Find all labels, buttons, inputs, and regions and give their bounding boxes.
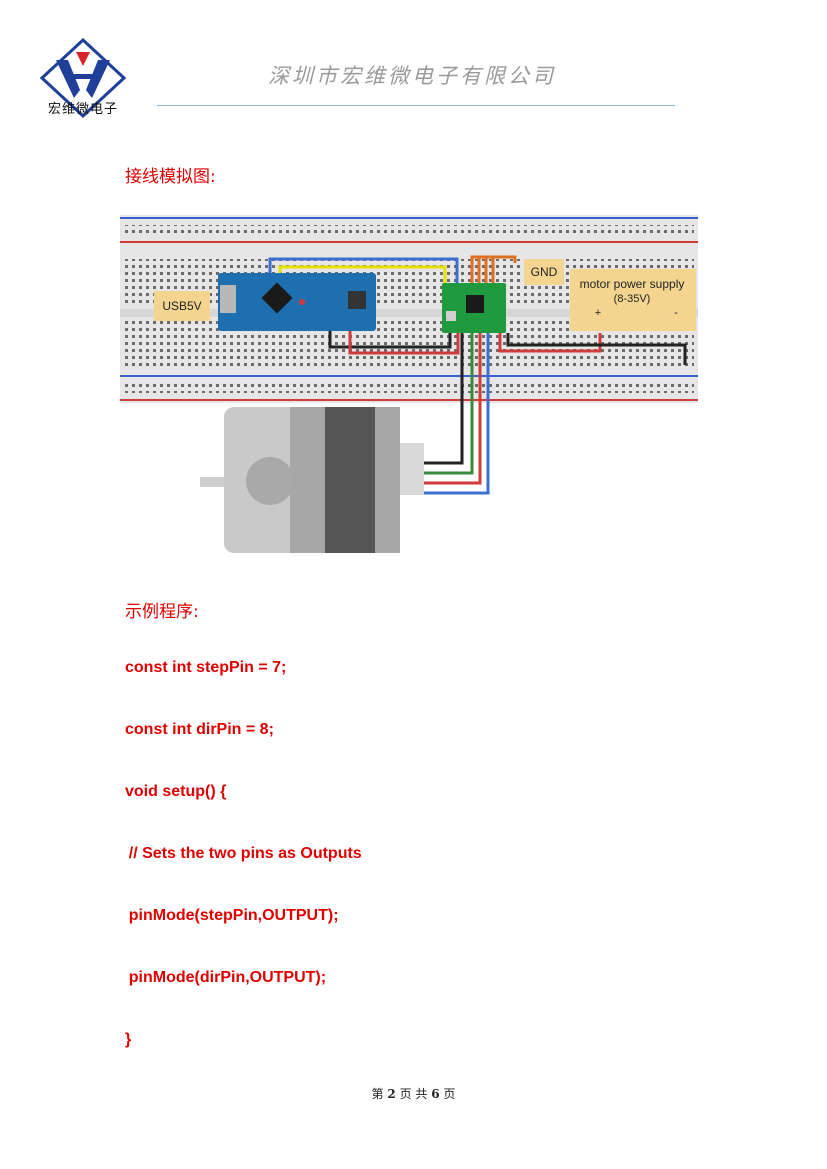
- company-logo: [40, 38, 126, 118]
- footer-mid: 页 共: [399, 1087, 428, 1101]
- svg-text:(8-35V): (8-35V): [614, 293, 651, 305]
- page-footer: 第 2 页 共 6 页: [0, 1085, 827, 1102]
- svg-text:+: +: [595, 307, 601, 319]
- usb-label: USB5V: [154, 291, 210, 321]
- svg-text:GND: GND: [531, 265, 558, 279]
- arduino-nano: [218, 273, 376, 331]
- code-line: pinMode(dirPin,OUTPUT);: [111, 969, 327, 986]
- code-line: // Sets the two pins as Outputs: [111, 845, 362, 862]
- wiring-title: 接线模拟图:: [125, 167, 216, 187]
- page-number: 2: [387, 1087, 396, 1101]
- header-divider: [157, 105, 675, 106]
- code-line: const int dirPin = 8;: [125, 721, 274, 738]
- footer-suffix: 页: [443, 1087, 456, 1101]
- svg-text:USB5V: USB5V: [162, 299, 201, 313]
- footer-prefix: 第: [371, 1087, 384, 1101]
- code-line: pinMode(stepPin,OUTPUT);: [111, 907, 339, 924]
- motor-wires: [420, 333, 490, 495]
- code-line: const int stepPin = 7;: [125, 659, 287, 676]
- logo-text: 宏维微电子: [47, 102, 118, 117]
- power-supply-label: motor power supply (8-35V) + -: [570, 269, 696, 331]
- code-line: }: [125, 1031, 132, 1048]
- stepper-driver: [442, 283, 506, 333]
- code-line: void setup() {: [125, 783, 227, 800]
- signal-wires: [268, 255, 517, 285]
- example-title: 示例程序:: [125, 602, 199, 622]
- stepper-motor: [200, 407, 424, 553]
- ground-and-power-wires: [328, 327, 687, 365]
- wiring-diagram: USB5V GND motor power supply (8-35V) + -: [120, 215, 698, 553]
- svg-text:motor power supply: motor power supply: [580, 277, 685, 291]
- svg-text:-: -: [674, 307, 678, 319]
- total-pages: 6: [431, 1087, 440, 1101]
- company-name: 深圳市宏维微电子有限公司: [268, 64, 556, 88]
- gnd-label: GND: [524, 259, 564, 285]
